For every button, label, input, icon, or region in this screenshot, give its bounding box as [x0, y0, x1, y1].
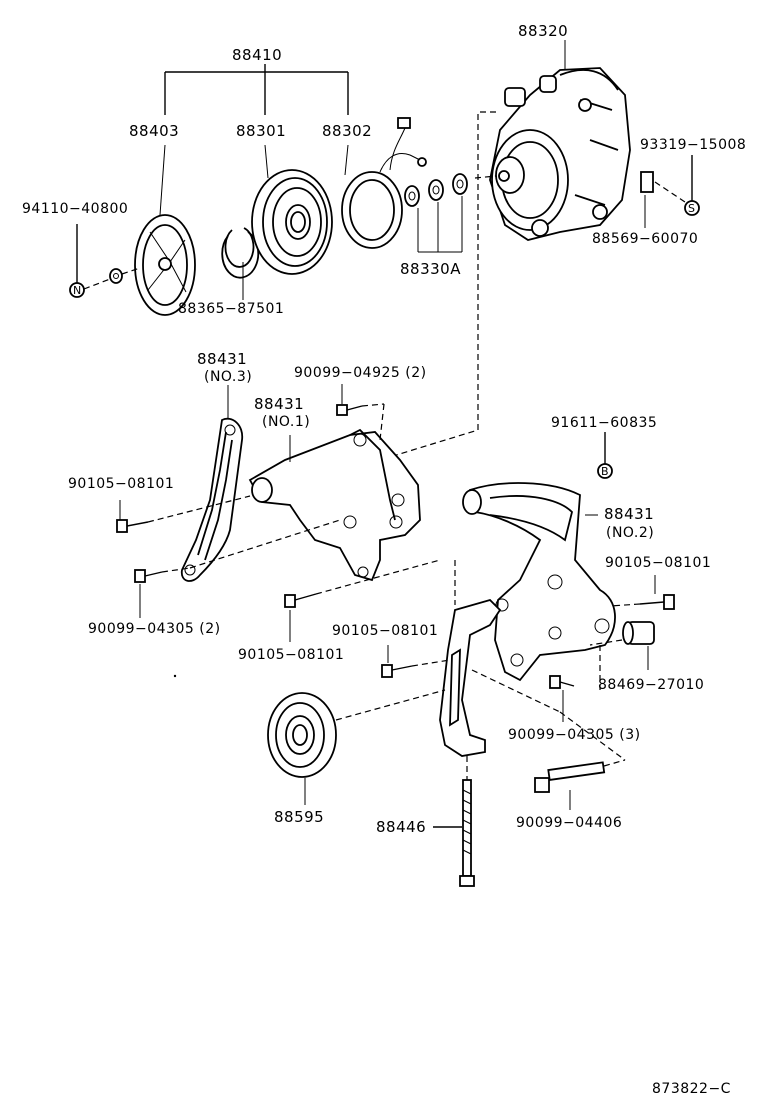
label-88301: 88301 [236, 122, 287, 140]
bolt-90099-04305-3-drawing [471, 645, 626, 761]
label-88365-87501: 88365−87501 [178, 301, 285, 317]
label-90105-08101-center2: 90105−08101 [332, 623, 439, 639]
bolt-90099-04925-drawing [336, 403, 385, 441]
label-90105-08101-left: 90105−08101 [68, 476, 175, 492]
callout-s-circle [684, 200, 700, 216]
callout-n-circle [69, 282, 85, 298]
label-88410: 88410 [232, 46, 283, 64]
spacer-88469-drawing [589, 621, 655, 670]
diagram-code: 873822−C [652, 1081, 731, 1097]
label-88446: 88446 [376, 818, 427, 836]
label-90105-08101-center: 90105−08101 [238, 647, 345, 663]
bracket-no3-drawing [180, 417, 244, 582]
callout-b-letter: B [601, 465, 609, 478]
bolt-center-90105-drawing [284, 559, 441, 608]
bolt-90099-04406-drawing [534, 759, 626, 810]
label-88431-no3-sub: (NO.3) [204, 369, 253, 385]
bolt-left-90105-drawing [116, 495, 251, 533]
bolt-right-90105-drawing [609, 594, 675, 610]
callout-s-letter: S [688, 202, 695, 215]
label-90099-04925: 90099−04925 (2) [294, 365, 427, 381]
shims-drawing [404, 173, 468, 253]
stray-dot [173, 674, 177, 678]
label-90099-04406: 90099−04406 [516, 815, 623, 831]
label-88330a: 88330A [400, 260, 461, 278]
bolt-center2-90105-drawing [381, 659, 451, 678]
label-90099-04305-2: 90099−04305 (2) [88, 621, 221, 637]
label-88431-no2-sub: (NO.2) [606, 525, 655, 541]
label-88431-no2: 88431 [604, 505, 655, 523]
compressor-drawing [474, 67, 631, 241]
clip-drawing [640, 171, 689, 228]
label-90099-04305-3: 90099−04305 (3) [508, 727, 641, 743]
label-88595: 88595 [274, 808, 325, 826]
label-88569-60070: 88569−60070 [592, 231, 699, 247]
tensioner-bracket-drawing [439, 560, 502, 757]
bolt-left-90099-04305-drawing [134, 519, 341, 583]
label-90105-08101-right: 90105−08101 [605, 555, 712, 571]
label-88469-27010: 88469−27010 [598, 677, 705, 693]
bracket-no2-drawing [462, 482, 616, 682]
callout-n-letter: N [73, 284, 81, 297]
label-88431-no1: 88431 [254, 395, 305, 413]
label-88431-no3: 88431 [197, 350, 248, 368]
group-bracket-88410 [159, 64, 349, 216]
label-88431-no1-sub: (NO.1) [262, 414, 311, 430]
label-88302: 88302 [322, 122, 373, 140]
bracket-no1-drawing [248, 428, 421, 582]
pulley-drawing [251, 169, 333, 275]
label-88320: 88320 [518, 22, 569, 40]
clutch-hub-drawing [134, 214, 196, 316]
long-bolt-88446-drawing [459, 756, 475, 887]
callout-b-circle [597, 463, 613, 479]
idler-pulley-drawing [267, 689, 446, 805]
stator-drawing [341, 117, 427, 249]
label-94110-40800: 94110−40800 [22, 201, 129, 217]
alignment-line-compressor [379, 111, 496, 461]
label-88403: 88403 [129, 122, 180, 140]
label-91611-60835: 91611−60835 [551, 415, 658, 431]
nut-drawing [83, 267, 141, 290]
label-93319-15008: 93319−15008 [640, 137, 747, 153]
